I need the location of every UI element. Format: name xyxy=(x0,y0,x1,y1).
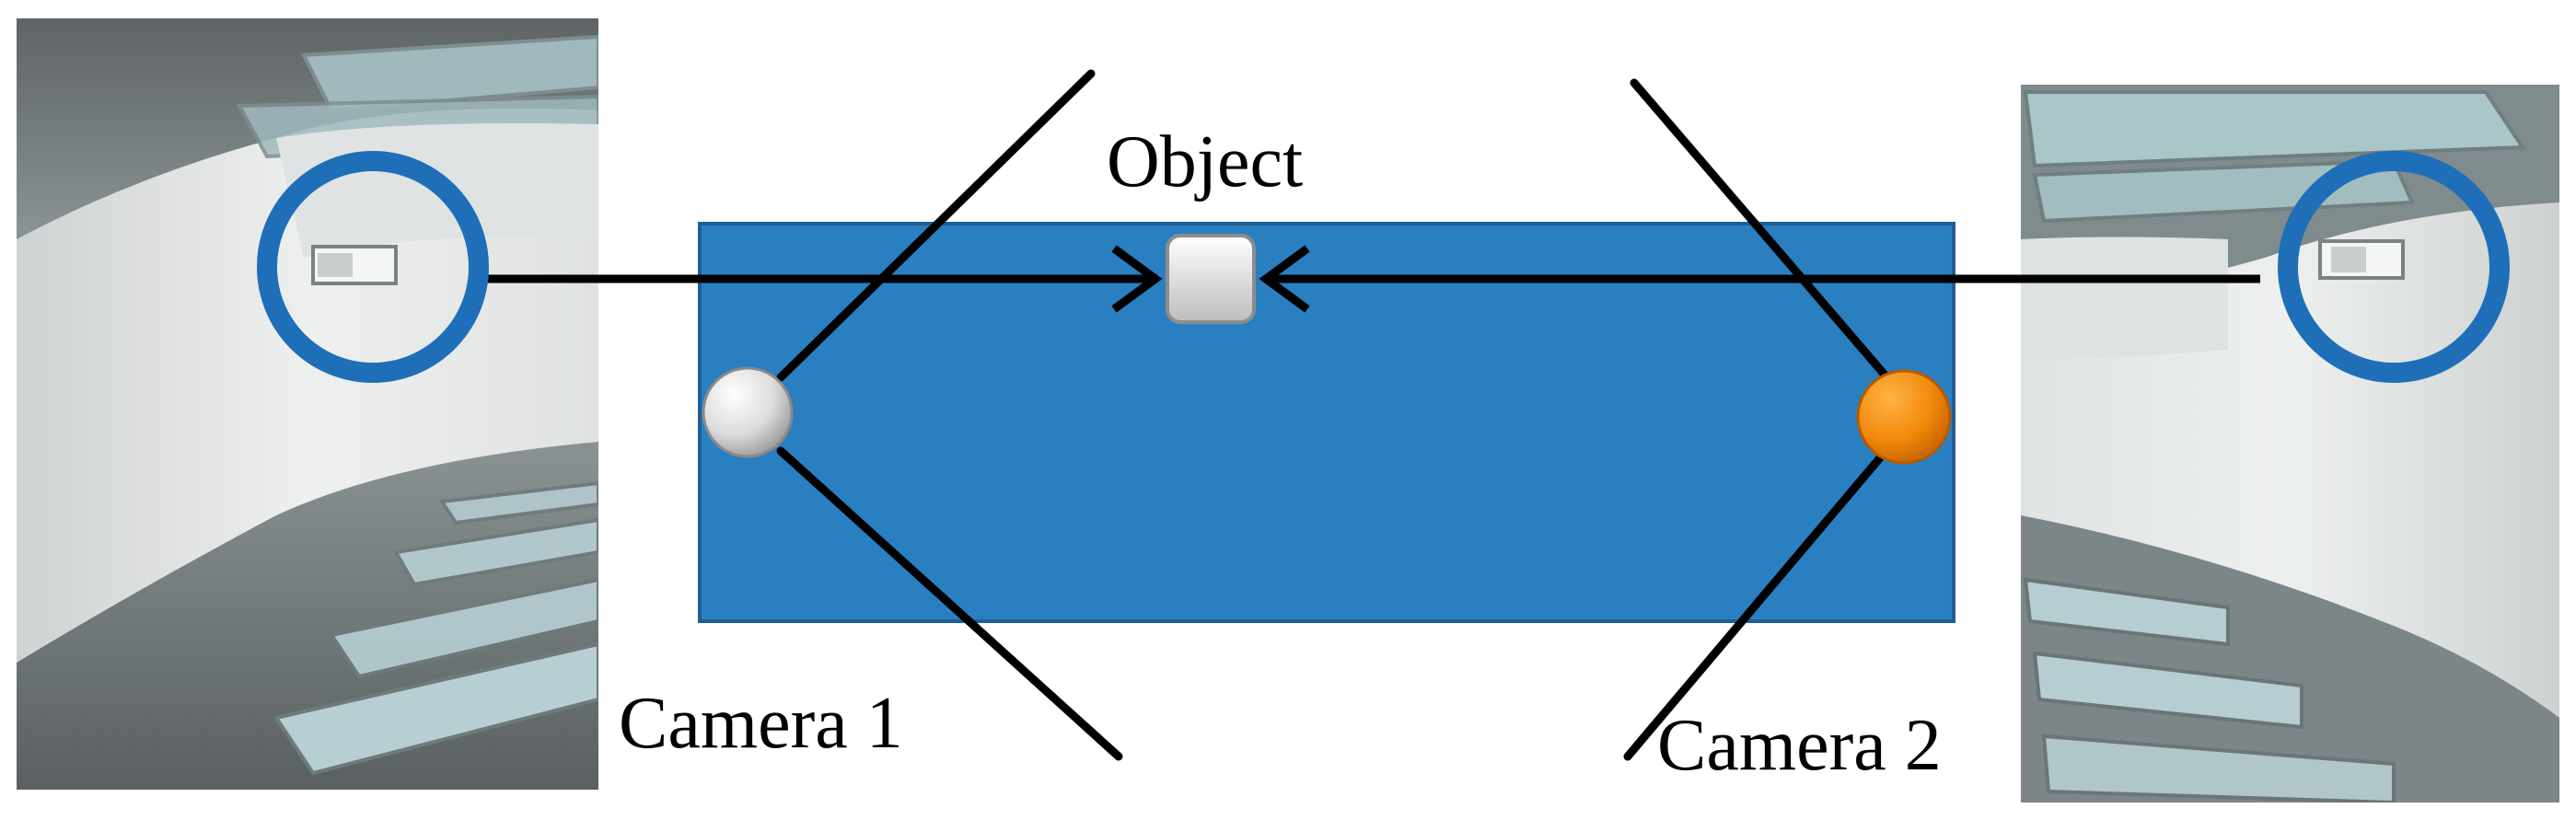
camera-1-marker xyxy=(702,366,794,458)
projection-arrows xyxy=(483,245,2260,313)
camera-1-label: Camera 1 xyxy=(619,683,903,764)
fov-lines xyxy=(776,69,1899,761)
detection-ring-left xyxy=(257,151,489,383)
fisheye-image-left xyxy=(17,18,598,790)
arrowhead-left xyxy=(1111,245,1163,313)
object-marker xyxy=(1166,234,1256,324)
object-label: Object xyxy=(1107,121,1303,202)
floor-plan xyxy=(698,222,1955,623)
arrowhead-right xyxy=(1259,245,1310,313)
detection-ring-right xyxy=(2278,151,2510,383)
camera-1-fov-upper xyxy=(776,69,1096,382)
camera-2-fov-upper xyxy=(1630,78,1899,391)
camera-2-fov-lower xyxy=(1623,445,1892,761)
camera-1-fov-lower xyxy=(776,446,1123,761)
camera-2-label: Camera 2 xyxy=(1657,705,1942,786)
fisheye-image-right xyxy=(2021,85,2559,803)
camera-2-marker xyxy=(1856,369,1952,465)
